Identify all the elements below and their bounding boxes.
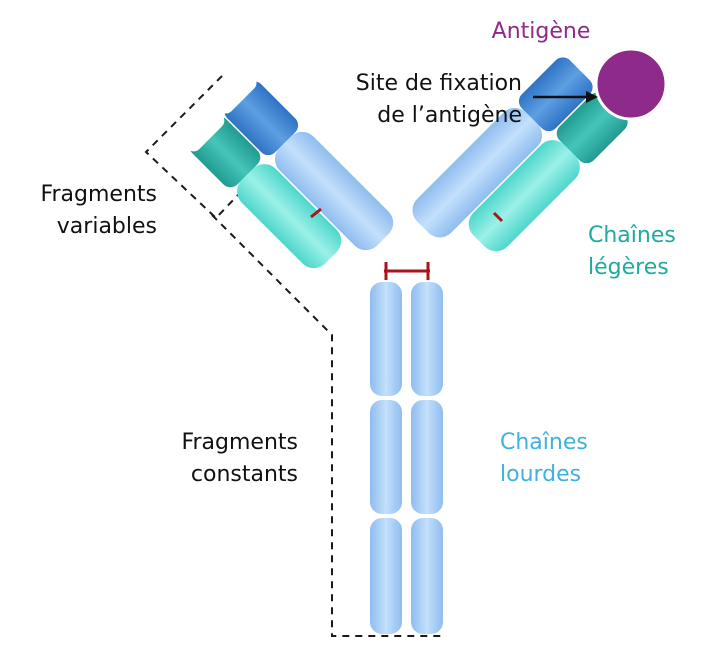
variable-fragments-label-line1: Fragments <box>40 182 157 207</box>
heavy-chains-label-line1: Chaînes <box>500 430 588 455</box>
stem-left-heavy-chain-segment-3 <box>370 518 402 634</box>
right-disulfide-bond-light-heavy <box>492 211 504 223</box>
right-heavy-chain-variable <box>518 57 593 132</box>
left-heavy-chain-constant <box>274 131 394 251</box>
hinge-disulfide-bonds <box>384 262 430 280</box>
heavy-chains-label-line2: lourdes <box>500 462 581 487</box>
left-heavy-chain-tip <box>212 69 257 114</box>
left-light-chain <box>175 102 342 269</box>
antigen-label: Antigène <box>492 19 591 44</box>
binding-site-label-line1: Site de fixation <box>356 71 522 96</box>
variable-fragments-label-line2: variables <box>57 214 157 239</box>
left-light-chain-tip <box>175 102 225 152</box>
stem-right-heavy-chain-segment-3 <box>411 518 443 634</box>
stem <box>370 282 443 634</box>
left-arm <box>175 69 394 269</box>
constant-fragments-label-line1: Fragments <box>181 430 298 455</box>
stem-right-heavy-chain-segment-1 <box>411 282 443 396</box>
stem-left-heavy-chain-segment-1 <box>370 282 402 396</box>
binding-site-label-line2: de l’antigène <box>377 103 522 128</box>
left-heavy-chain <box>212 69 394 251</box>
left-disulfide-bond-light-heavy <box>310 207 322 219</box>
variable-fragment-outline <box>144 75 257 220</box>
constant-fragment-outline <box>211 214 442 637</box>
right-heavy-chain <box>412 57 593 238</box>
light-chains-label-line1: Chaînes <box>588 223 676 248</box>
stem-right-heavy-chain-segment-2 <box>411 400 443 514</box>
constant-fragments-label-line2: constants <box>191 462 298 487</box>
stem-left-heavy-chain-segment-2 <box>370 400 402 514</box>
arrow-right-icon <box>533 91 598 103</box>
left-light-chain-constant <box>237 164 342 269</box>
fragment-outlines <box>144 75 442 637</box>
right-light-chain-constant <box>468 140 580 252</box>
right-heavy-chain-constant <box>412 107 543 238</box>
antigen-circle <box>594 47 668 121</box>
light-chains-label-line2: légères <box>588 255 669 280</box>
